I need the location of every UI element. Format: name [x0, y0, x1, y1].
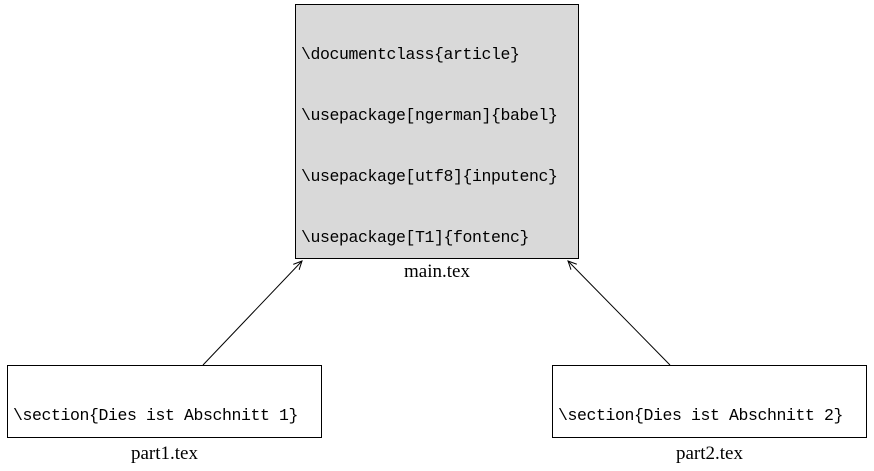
file-box-part2-tex: \section{Dies ist Abschnitt 2} Hier ein …	[552, 365, 867, 438]
file-label-part1-tex: part1.tex	[130, 443, 198, 464]
arrow-part1-to-main	[202, 261, 302, 366]
code-line: \section{Dies ist Abschnitt 2}	[558, 406, 844, 425]
code-line: \section{Dies ist Abschnitt 1}	[13, 406, 299, 425]
code-line: \usepackage[ngerman]{babel}	[301, 105, 558, 125]
code-line: \documentclass{article}	[301, 45, 520, 64]
file-label-part2-tex: part2.tex	[675, 443, 743, 464]
code-line: \usepackage[T1]{fontenc}	[301, 227, 530, 247]
file-label-main-tex: main.tex	[404, 261, 470, 282]
arrow-part2-to-main	[568, 261, 671, 366]
file-box-main-tex: \documentclass{article} \usepackage[nger…	[295, 4, 579, 259]
file-box-part1-tex: \section{Dies ist Abschnitt 1} Hier ein …	[7, 365, 322, 438]
code-line: \usepackage[utf8]{inputenc}	[301, 166, 558, 186]
